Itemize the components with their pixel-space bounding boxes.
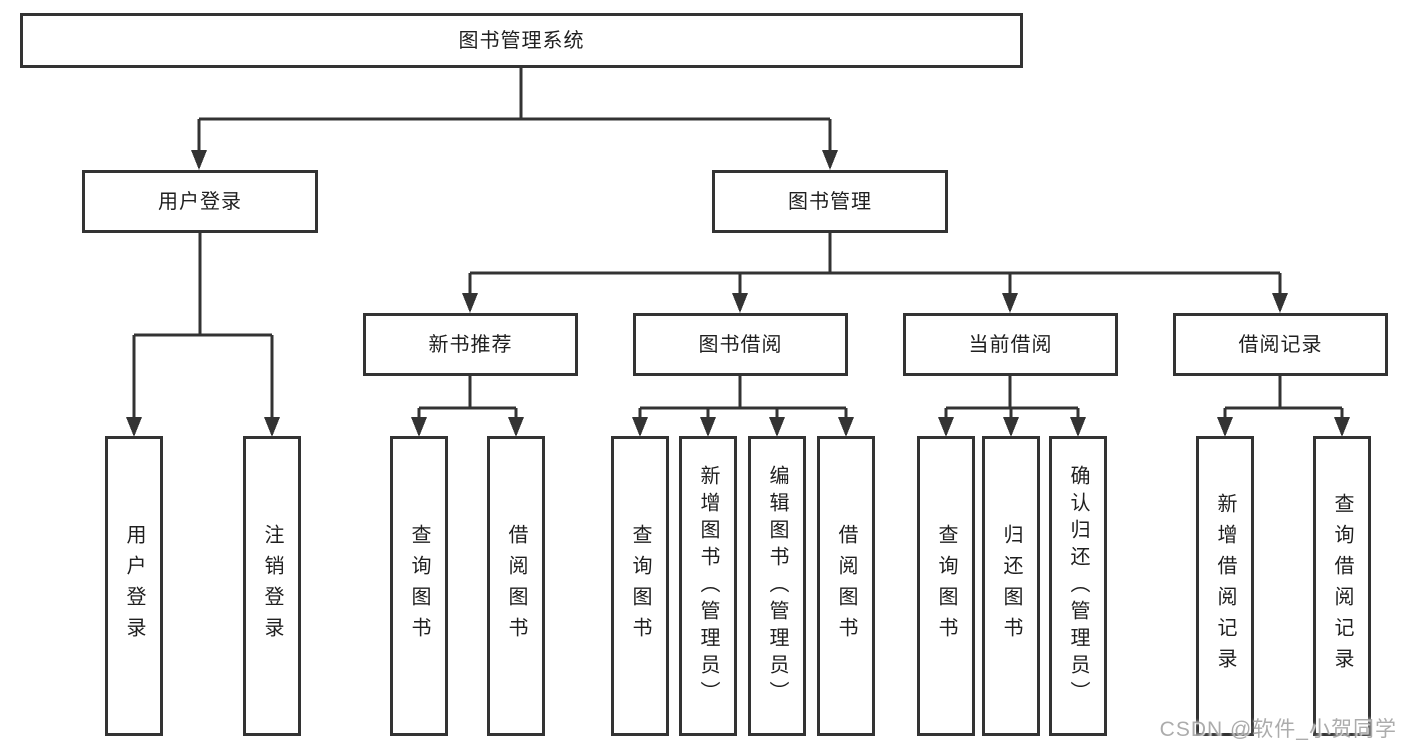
leaf-logout: 注销登录	[243, 436, 301, 736]
leaf-newbooks-query-books: 查询图书	[390, 436, 448, 736]
node-root: 图书管理系统	[20, 13, 1023, 68]
node-current-borrow: 当前借阅	[903, 313, 1118, 376]
node-book-borrow: 图书借阅	[633, 313, 848, 376]
leaf-current-query-books: 查询图书	[917, 436, 975, 736]
leaf-borrow-query-books: 查询图书	[611, 436, 669, 736]
leaf-current-confirm-return-admin: 确认归还（管理员）	[1049, 436, 1107, 736]
leaf-records-add-record: 新增借阅记录	[1196, 436, 1254, 736]
leaf-records-query-record: 查询借阅记录	[1313, 436, 1371, 736]
leaf-borrow-borrow-books: 借阅图书	[817, 436, 875, 736]
node-new-book-recommend: 新书推荐	[363, 313, 578, 376]
leaf-borrow-add-books-admin: 新增图书（管理员）	[679, 436, 737, 736]
node-book-management: 图书管理	[712, 170, 948, 233]
node-borrow-records: 借阅记录	[1173, 313, 1388, 376]
watermark: CSDN @软件_小贺同学	[1159, 718, 1397, 741]
node-user-login: 用户登录	[82, 170, 318, 233]
leaf-current-return-books: 归还图书	[982, 436, 1040, 736]
leaf-newbooks-borrow-books: 借阅图书	[487, 436, 545, 736]
leaf-borrow-edit-books-admin: 编辑图书（管理员）	[748, 436, 806, 736]
leaf-user-login: 用户登录	[105, 436, 163, 736]
arrowheads	[126, 150, 1350, 437]
